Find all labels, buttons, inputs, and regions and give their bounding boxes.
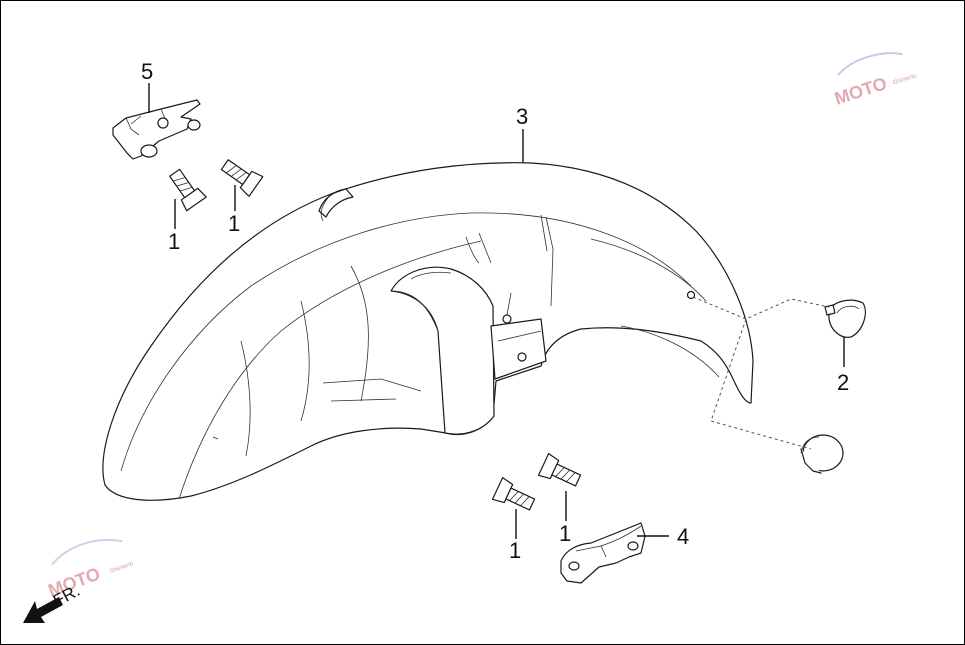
callout-3: 3 [516, 104, 528, 129]
bolt-part-1-b [220, 159, 264, 197]
watermark-bottom-left: MOTO Ghimerto [46, 538, 135, 601]
front-fender-part [102, 162, 754, 501]
callout-2: 2 [837, 370, 849, 395]
svg-text:Ghimerto: Ghimerto [109, 561, 135, 575]
callout-1c: 1 [509, 538, 521, 563]
fender-bracket-part-5 [112, 99, 201, 160]
callout-1b: 1 [228, 211, 240, 236]
watermark-top-right: MOTO Ghimerto [832, 52, 918, 109]
bolt-part-1-a [169, 168, 207, 212]
reference-line-grommet [692, 296, 830, 320]
callout-5: 5 [141, 59, 153, 84]
bolt-part-1-d [537, 452, 582, 487]
grommet-part-2 [824, 299, 866, 338]
fender-bracket-part-4 [560, 522, 646, 584]
callout-1a: 1 [168, 229, 180, 254]
svg-text:MOTO: MOTO [832, 73, 889, 109]
svg-text:Ghimerto: Ghimerto [892, 73, 918, 87]
plug-cap-part [800, 434, 844, 474]
bolt-part-1-c [491, 476, 536, 511]
callout-4: 4 [677, 524, 689, 549]
callout-1d: 1 [559, 521, 571, 546]
